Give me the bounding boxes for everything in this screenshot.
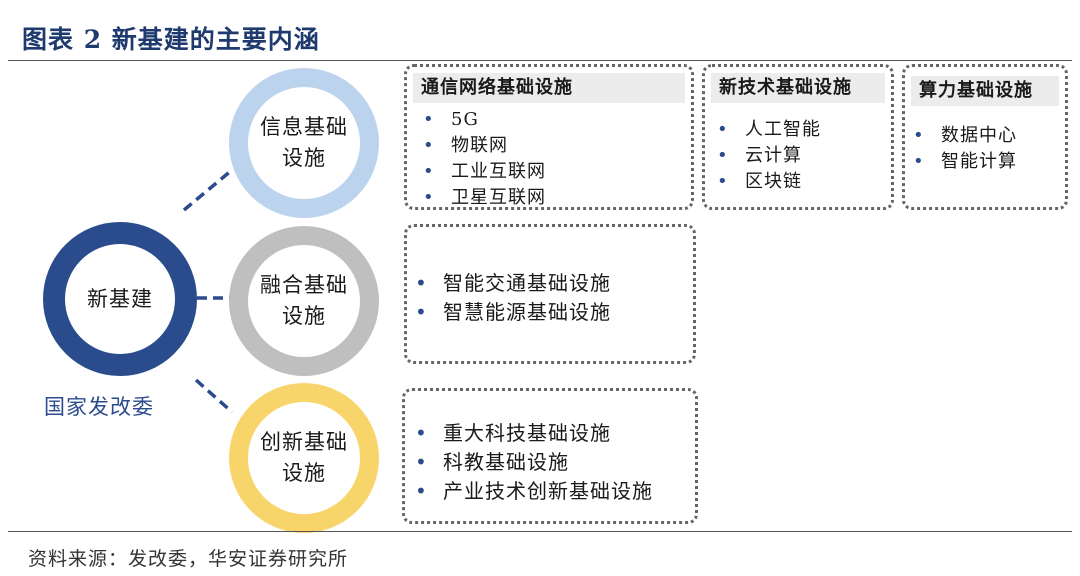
box-computing-power: 算力基础设施 数据中心 智能计算 <box>902 64 1068 210</box>
category-ring-info: 信息基础设施 <box>229 68 379 218</box>
list-item: 科教基础设施 <box>413 448 653 477</box>
category-ring-fusion: 融合基础设施 <box>229 226 379 376</box>
list-item: 5G <box>421 107 546 133</box>
category-innovation-line2: 设施 <box>282 461 326 485</box>
category-info-line1: 信息基础 <box>260 115 348 139</box>
connector-info <box>182 168 234 212</box>
figure-title: 图表 2 新基建的主要内涵 <box>22 25 320 54</box>
list-item: 人工智能 <box>715 117 821 143</box>
category-ring-innovation: 创新基础设施 <box>229 383 379 533</box>
list-item: 物联网 <box>421 133 546 159</box>
box-new-technology-header: 新技术基础设施 <box>711 73 885 103</box>
list-item: 重大科技基础设施 <box>413 419 653 448</box>
box-innovation-infrastructure: 重大科技基础设施 科教基础设施 产业技术创新基础设施 <box>402 388 698 524</box>
category-info-line2: 设施 <box>282 146 326 170</box>
box-new-technology: 新技术基础设施 人工智能 云计算 区块链 <box>702 64 894 210</box>
title-rule <box>8 60 1072 61</box>
box-computing-power-header: 算力基础设施 <box>911 76 1059 106</box>
footer-rule <box>8 531 1072 532</box>
list-item: 智能交通基础设施 <box>413 269 611 298</box>
box-new-technology-list: 人工智能 云计算 区块链 <box>715 117 821 195</box>
center-label: 新基建 <box>87 286 153 311</box>
list-item: 智能计算 <box>911 149 1017 175</box>
box-fusion-list: 智能交通基础设施 智慧能源基础设施 <box>413 269 611 327</box>
source-note: 资料来源：发改委，华安证券研究所 <box>28 548 349 570</box>
center-org: 国家发改委 <box>44 395 154 419</box>
list-item: 卫星互联网 <box>421 185 546 211</box>
box-communication-network: 通信网络基础设施 5G 物联网 工业互联网 卫星互联网 <box>404 64 694 211</box>
box-communication-network-header: 通信网络基础设施 <box>413 73 685 103</box>
list-item: 云计算 <box>715 143 821 169</box>
category-innovation-line1: 创新基础 <box>260 430 348 454</box>
category-fusion-line1: 融合基础 <box>260 273 348 297</box>
box-communication-network-list: 5G 物联网 工业互联网 卫星互联网 <box>421 107 546 211</box>
center-ring: 新基建 <box>43 222 197 376</box>
box-innovation-list: 重大科技基础设施 科教基础设施 产业技术创新基础设施 <box>413 419 653 506</box>
connector-innovation <box>194 378 234 414</box>
list-item: 区块链 <box>715 169 821 195</box>
list-item: 工业互联网 <box>421 159 546 185</box>
box-computing-power-list: 数据中心 智能计算 <box>911 123 1017 175</box>
list-item: 数据中心 <box>911 123 1017 149</box>
list-item: 产业技术创新基础设施 <box>413 477 653 506</box>
category-fusion-line2: 设施 <box>282 304 326 328</box>
box-fusion-infrastructure: 智能交通基础设施 智慧能源基础设施 <box>404 224 696 364</box>
list-item: 智慧能源基础设施 <box>413 298 611 327</box>
